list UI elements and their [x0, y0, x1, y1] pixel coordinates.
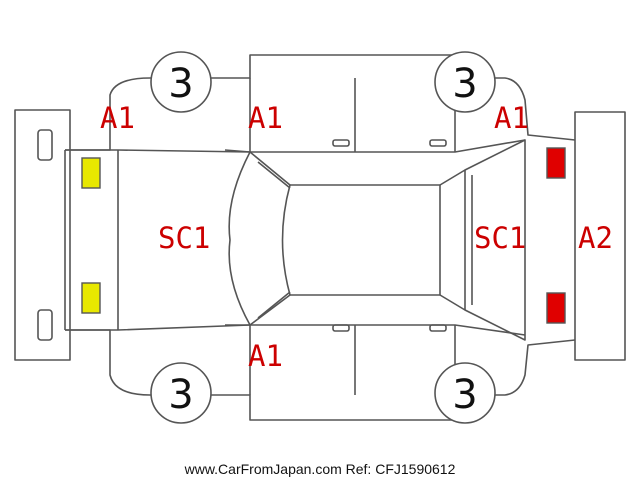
damage-label-hood: SC1: [158, 221, 210, 255]
front-lamp-top: [81, 157, 101, 189]
rear-lamp-bottom: [546, 292, 566, 324]
damage-label-front-door-top: A1: [248, 101, 283, 135]
damage-label-rear-bumper: A2: [578, 221, 613, 255]
tire-front-right: 3: [150, 362, 212, 424]
damage-label-front-fender-top: A1: [100, 101, 135, 135]
tire-front-right-score: 3: [168, 372, 193, 418]
footer-reference: www.CarFromJapan.com Ref: CFJ1590612: [184, 461, 456, 477]
damage-label-rear-quarter-top: A1: [494, 101, 529, 135]
tire-front-left: 3: [150, 51, 212, 113]
car-body-top-view: [64, 54, 576, 421]
front-lamp-bottom: [81, 282, 101, 314]
tire-rear-right: 3: [434, 362, 496, 424]
rear-lamp-top: [546, 147, 566, 179]
tire-rear-left-score: 3: [452, 61, 477, 107]
tire-front-left-score: 3: [168, 61, 193, 107]
damage-label-front-door-bottom: A1: [248, 339, 283, 373]
tire-rear-left: 3: [434, 51, 496, 113]
tire-rear-right-score: 3: [452, 372, 477, 418]
damage-label-rear-hatch: SC1: [474, 221, 526, 255]
front-bumper: [14, 109, 71, 361]
rear-bumper: [574, 111, 626, 361]
